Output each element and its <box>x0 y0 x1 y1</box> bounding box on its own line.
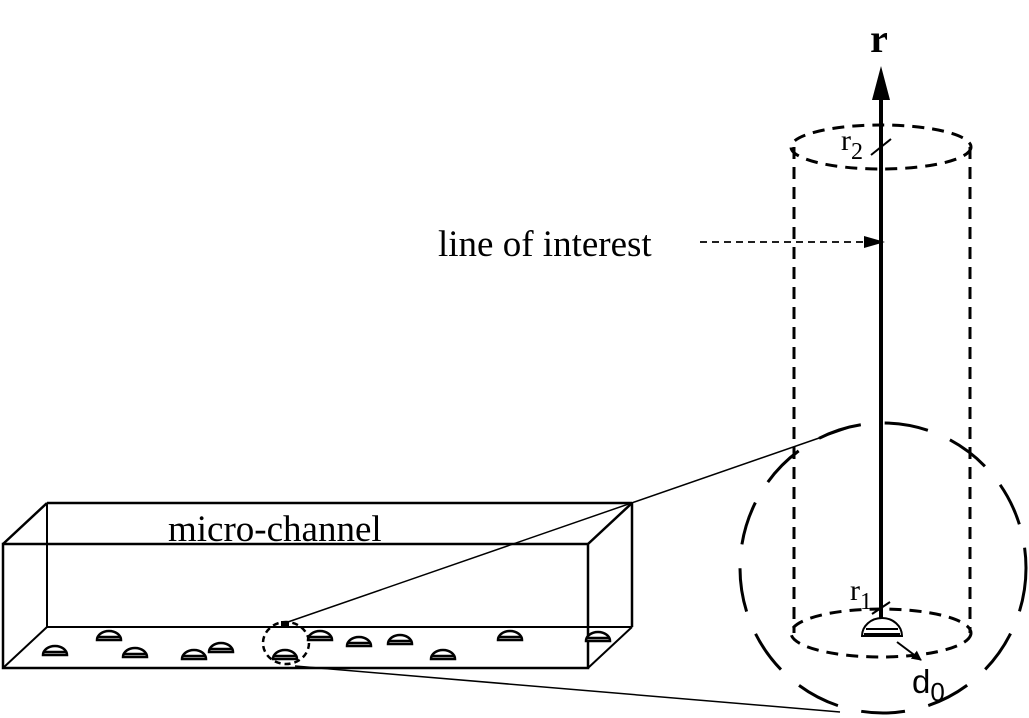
bubble <box>345 635 373 648</box>
zoom-line-top <box>284 427 849 624</box>
bubble <box>207 641 235 654</box>
r-axis-label: r <box>870 16 888 61</box>
base-bubble <box>860 617 904 637</box>
zoom-callout-circle <box>738 421 1028 715</box>
d0-label: d0 <box>912 663 945 707</box>
r1-label-base: r <box>850 574 860 607</box>
bubble <box>429 648 457 661</box>
micro-channel-box <box>1 501 634 670</box>
bubble <box>386 633 414 646</box>
r1-label: r1 <box>850 574 872 615</box>
d0-label-sub: 0 <box>930 677 944 707</box>
r2-label-sub: 2 <box>851 139 863 165</box>
bubble <box>180 648 208 661</box>
r1-tick <box>871 601 891 615</box>
selected-bubble-anchor <box>281 621 289 626</box>
bubble <box>121 646 149 659</box>
r2-tick <box>870 138 892 156</box>
line-of-interest-arrowhead <box>864 236 885 248</box>
micro-channel-label: micro-channel <box>168 509 382 550</box>
r2-label-base: r <box>841 124 851 157</box>
bubble <box>584 630 612 643</box>
bubble <box>306 629 334 642</box>
bubble <box>95 629 123 642</box>
bubble <box>41 644 69 657</box>
zoom-line-bottom <box>294 665 841 713</box>
bubble <box>271 648 299 661</box>
channel-bubbles <box>41 629 612 661</box>
r2-label: r2 <box>841 124 863 165</box>
r-axis-arrowhead <box>872 66 890 100</box>
d0-arrow <box>896 641 922 661</box>
bubble <box>496 629 524 642</box>
line-of-interest-label: line of interest <box>438 224 652 265</box>
d0-label-base: d <box>912 663 930 700</box>
r1-label-sub: 1 <box>860 589 872 615</box>
